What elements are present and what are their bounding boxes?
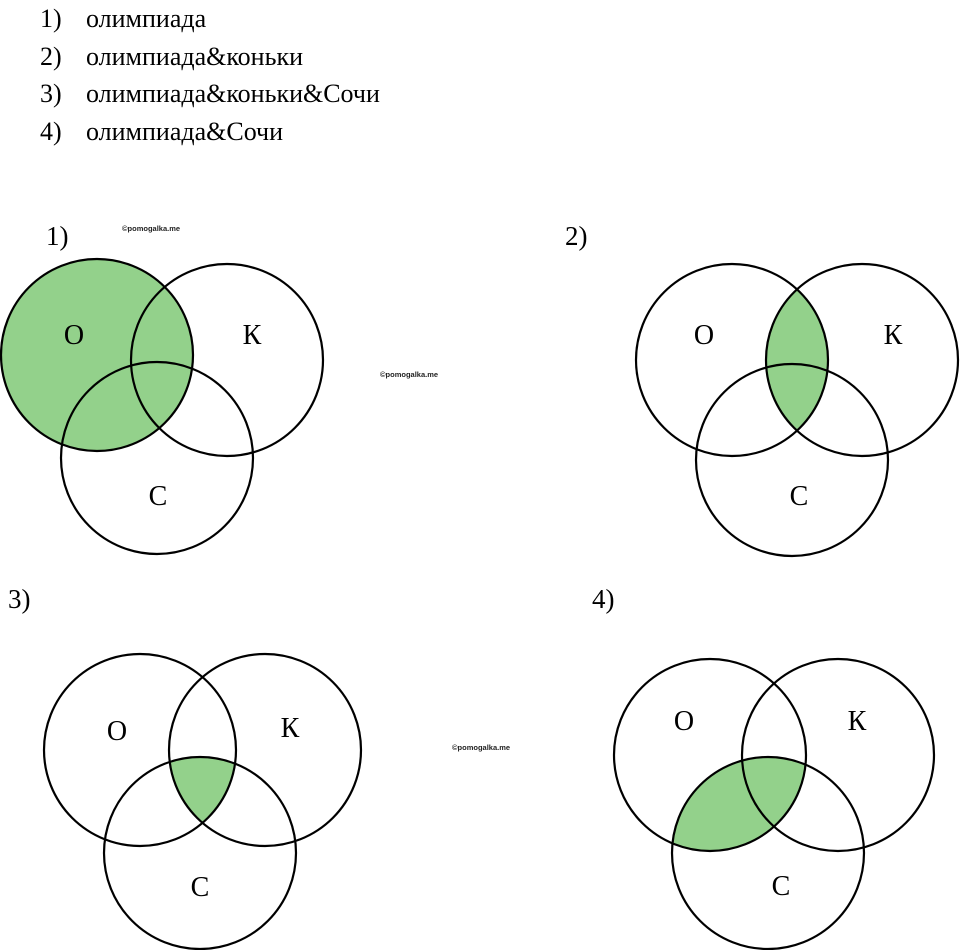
circle-k xyxy=(129,262,325,458)
circle-c xyxy=(670,755,866,950)
circle-c xyxy=(59,360,255,556)
query-item-2: 2) олимпиада&коньки xyxy=(40,38,380,76)
venn-diagram-2: 2) О К С xyxy=(565,221,960,558)
venn-diagram-4: 4) О К С xyxy=(592,584,936,950)
query-number: 2) xyxy=(40,41,62,71)
circle-c xyxy=(694,362,890,558)
diagram-label: 3) xyxy=(8,584,31,614)
circle-k xyxy=(167,652,363,848)
query-number: 1) xyxy=(40,4,62,33)
query-text: олимпиада&коньки xyxy=(86,41,303,71)
circle-o xyxy=(612,657,808,853)
set-label-c: С xyxy=(772,871,791,902)
circle-o xyxy=(634,262,830,458)
circle-k xyxy=(764,262,960,458)
set-label-c: С xyxy=(790,481,809,512)
circle-o xyxy=(0,257,195,453)
watermark: ©pomogalka.me xyxy=(122,224,181,233)
set-label-k: К xyxy=(281,713,300,744)
query-text: олимпиада&коньки&Сочи xyxy=(86,79,380,108)
diagram-label: 4) xyxy=(592,584,615,614)
circle-c xyxy=(102,755,298,950)
set-label-k: К xyxy=(848,706,867,737)
diagram-label: 2) xyxy=(565,221,588,251)
watermark: ©pomogalka.me xyxy=(380,370,439,379)
region-o-fill xyxy=(1,259,193,451)
circle-k xyxy=(740,657,936,853)
set-label-o: О xyxy=(694,320,714,351)
circle-o xyxy=(42,652,238,848)
query-text: олимпиада&Сочи xyxy=(86,116,284,146)
query-item-4: 4) олимпиада&Сочи xyxy=(40,113,380,151)
set-label-o: О xyxy=(64,320,84,351)
diagram-label: 1) xyxy=(46,221,69,251)
set-label-c: С xyxy=(149,481,168,512)
query-item-3: 3) олимпиада&коньки&Сочи xyxy=(40,75,380,113)
watermark: ©pomogalka.me xyxy=(452,743,511,752)
set-label-o: О xyxy=(674,706,694,737)
venn-diagram-1: 1) О К С xyxy=(0,221,325,556)
query-list: 1) олимпиада 2) олимпиада&коньки 3) олимпиа… xyxy=(40,0,380,150)
query-text: олимпиада xyxy=(86,4,207,33)
set-label-o: О xyxy=(107,716,127,747)
set-label-k: К xyxy=(884,320,903,351)
set-label-k: К xyxy=(243,320,262,351)
venn-diagram-3: 3) О К С xyxy=(8,584,363,950)
region-o-c-fill xyxy=(672,757,806,851)
query-item-1: 1) олимпиада xyxy=(40,0,380,38)
set-label-c: С xyxy=(191,872,210,903)
query-number: 3) xyxy=(40,79,62,108)
query-number: 4) xyxy=(40,116,62,146)
